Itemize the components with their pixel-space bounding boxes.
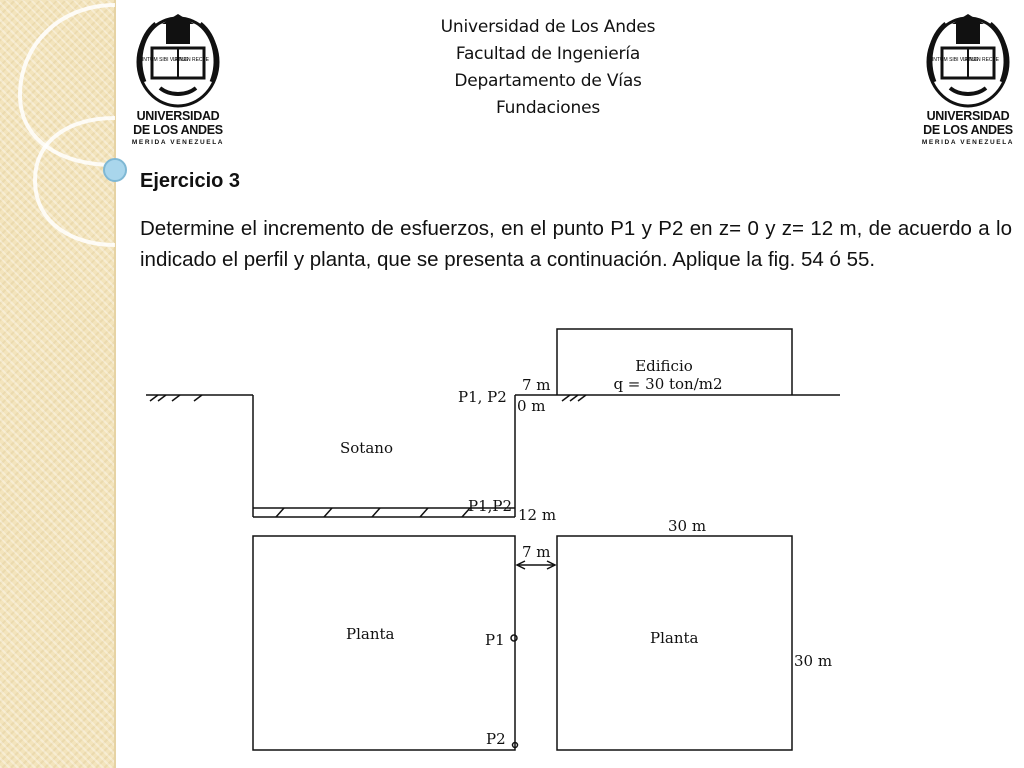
dim-7m-plan-label: 7 m <box>522 543 551 561</box>
exercise-title: Ejercicio 3 <box>140 170 241 192</box>
svg-text:INTUM SIBI VIRTUS: INTUM SIBI VIRTUS <box>932 57 979 63</box>
svg-text:LUMEN RECTE: LUMEN RECTE <box>963 57 1000 63</box>
basement-label: Sotano <box>340 439 393 457</box>
points-top-label: P1, P2 <box>458 388 507 406</box>
point-p2-label: P2 <box>486 730 506 748</box>
plan-right-label: Planta <box>650 629 699 647</box>
building-outline <box>556 328 793 395</box>
header-university: Universidad de Los Andes <box>440 17 656 37</box>
dim-30m-top-label: 30 m <box>668 517 706 535</box>
header-faculty: Facultad de Ingeniería <box>455 44 641 64</box>
header-block: Universidad de Los Andes Facultad de Ing… <box>330 14 766 122</box>
bullet-circle <box>103 158 127 182</box>
ground-hatch-right <box>561 394 587 402</box>
logo-name-line1: UNIVERSIDAD <box>136 109 220 123</box>
svg-text:INTUM SIBI VIRTUS: INTUM SIBI VIRTUS <box>142 57 189 63</box>
university-logo-right: INTUM SIBI VIRTUS LUMEN RECTE UNIVERSIDA… <box>920 12 1016 152</box>
plan-left-rect <box>252 535 516 751</box>
depth-0-label: 0 m <box>517 397 546 415</box>
dim-7m-top-label: 7 m <box>522 376 551 394</box>
basement-floor-hatch <box>275 507 471 518</box>
header-course: Fundaciones <box>496 98 600 118</box>
point-p2-marker <box>511 741 519 749</box>
points-bottom-label: P1,P2 <box>468 497 512 515</box>
depth-12-label: 12 m <box>518 506 556 524</box>
load-label: q = 30 ton/m2 <box>613 375 722 393</box>
point-p1-marker <box>510 634 518 642</box>
plan-left-label: Planta <box>346 625 395 643</box>
logo-name-line1: UNIVERSIDAD <box>926 109 1010 123</box>
logo-name-line3: MERIDA VENEZUELA <box>921 139 1015 146</box>
header-department: Departamento de Vías <box>454 71 642 91</box>
university-logo-left: INTUM SIBI VIRTUS LUMEN RECTE UNIVERSIDA… <box>130 12 226 152</box>
ground-hatch-left <box>149 394 203 402</box>
university-seal-icon: INTUM SIBI VIRTUS LUMEN RECTE <box>926 14 1010 108</box>
svg-text:LUMEN RECTE: LUMEN RECTE <box>173 57 210 63</box>
logo-name-line2: DE LOS ANDES <box>923 123 1013 137</box>
dim-7m-arrow-left <box>515 560 526 570</box>
building-label: Edificio <box>635 357 693 375</box>
exercise-statement: Determine el incremento de esfuerzos, en… <box>140 217 1012 271</box>
plan-right-rect <box>556 535 793 751</box>
side-strip <box>0 0 116 768</box>
university-seal-icon: INTUM SIBI VIRTUS LUMEN RECTE <box>136 14 220 108</box>
point-p1-label: P1 <box>485 631 505 649</box>
logo-name-line3: MERIDA VENEZUELA <box>131 139 225 146</box>
logo-name-line2: DE LOS ANDES <box>133 123 223 137</box>
dim-7m-arrow-right <box>546 560 557 570</box>
dim-30m-side-label: 30 m <box>794 652 832 670</box>
decorative-arcs <box>17 3 127 247</box>
